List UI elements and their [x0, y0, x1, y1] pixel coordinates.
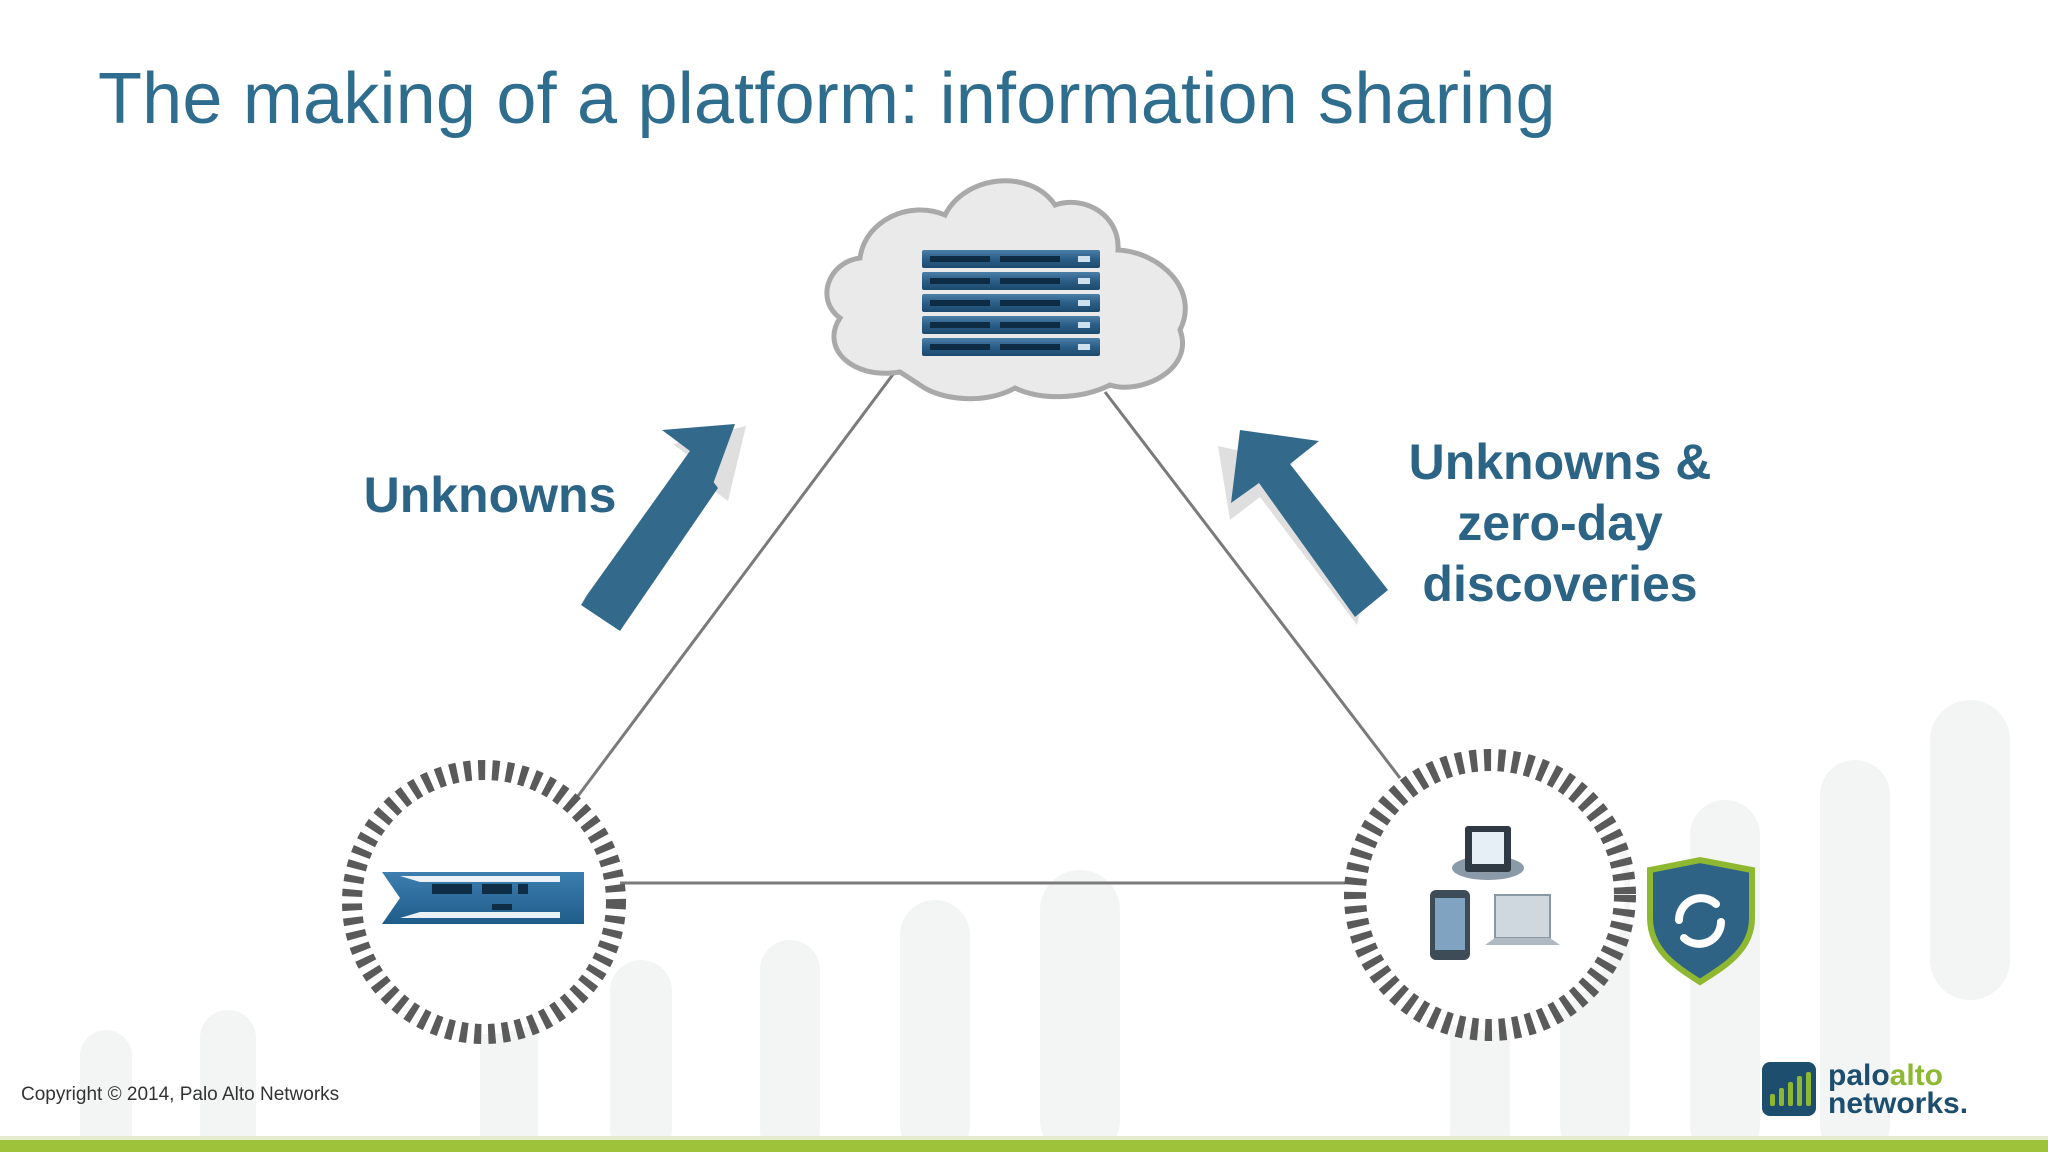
- footer-bar: [0, 1140, 2048, 1152]
- palo-alto-networks-logo: paloalto networks.: [1760, 1060, 1970, 1122]
- arrow-right-icon: [1218, 430, 1388, 625]
- logo-word-networks: networks.: [1828, 1087, 1969, 1120]
- footer-line: [0, 1136, 2048, 1140]
- logo-word-palo: palo: [1828, 1059, 1890, 1092]
- endpoint-devices-icon: [1430, 826, 1560, 960]
- label-unknowns-zero-day: Unknowns & zero-day discoveries: [1380, 432, 1740, 615]
- copyright-text: Copyright © 2014, Palo Alto Networks: [21, 1084, 340, 1105]
- firewall-node: [342, 760, 626, 1044]
- server-stack-icon: [922, 250, 1100, 356]
- firewall-appliance-icon: [382, 872, 584, 924]
- label-line-3: discoveries: [1422, 556, 1698, 612]
- logo-word-alto: alto: [1889, 1059, 1944, 1092]
- arrow-left-icon: [581, 424, 746, 631]
- connection-lines: [573, 364, 1402, 885]
- logo-mark-icon: [1762, 1062, 1816, 1116]
- label-line-1: Unknowns &: [1408, 434, 1712, 490]
- traps-shield-icon: [1647, 856, 1755, 986]
- logo-wordmark: paloalto networks.: [1828, 1059, 1969, 1120]
- slide-title: The making of a platform: information sh…: [98, 59, 1556, 139]
- endpoints-node: [1344, 749, 1636, 1041]
- label-unknowns: Unknowns: [363, 467, 617, 523]
- cloud-server-node: [824, 178, 1188, 402]
- label-line-2: zero-day: [1457, 495, 1663, 551]
